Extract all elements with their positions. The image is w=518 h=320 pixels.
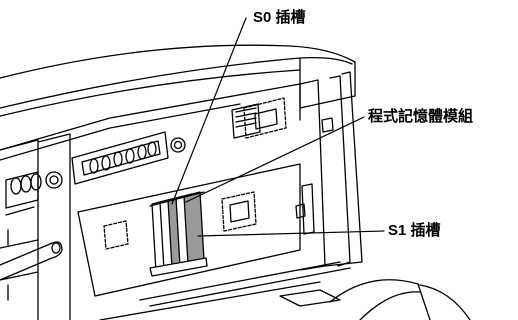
s1-leader-line xyxy=(197,230,385,237)
s0-slot-label: S0 插槽 xyxy=(253,9,306,26)
small-board-connector xyxy=(231,103,261,139)
left-connector-panel xyxy=(0,133,71,320)
s1-slot-label: S1 插槽 xyxy=(388,222,441,239)
memory-modules xyxy=(149,191,208,277)
s0-leader-line xyxy=(171,17,247,205)
left-port-rings xyxy=(10,171,63,195)
cable-clip xyxy=(0,241,63,281)
circuit-board xyxy=(77,97,301,297)
interior-panel xyxy=(0,71,363,271)
bottom-cover xyxy=(99,261,471,320)
module-leader-line xyxy=(185,116,365,203)
parallel-port xyxy=(71,131,186,185)
memory-module-label: 程式記憶體模組 xyxy=(368,108,474,125)
callout-leader-lines xyxy=(171,17,385,237)
side-latch xyxy=(295,117,334,235)
